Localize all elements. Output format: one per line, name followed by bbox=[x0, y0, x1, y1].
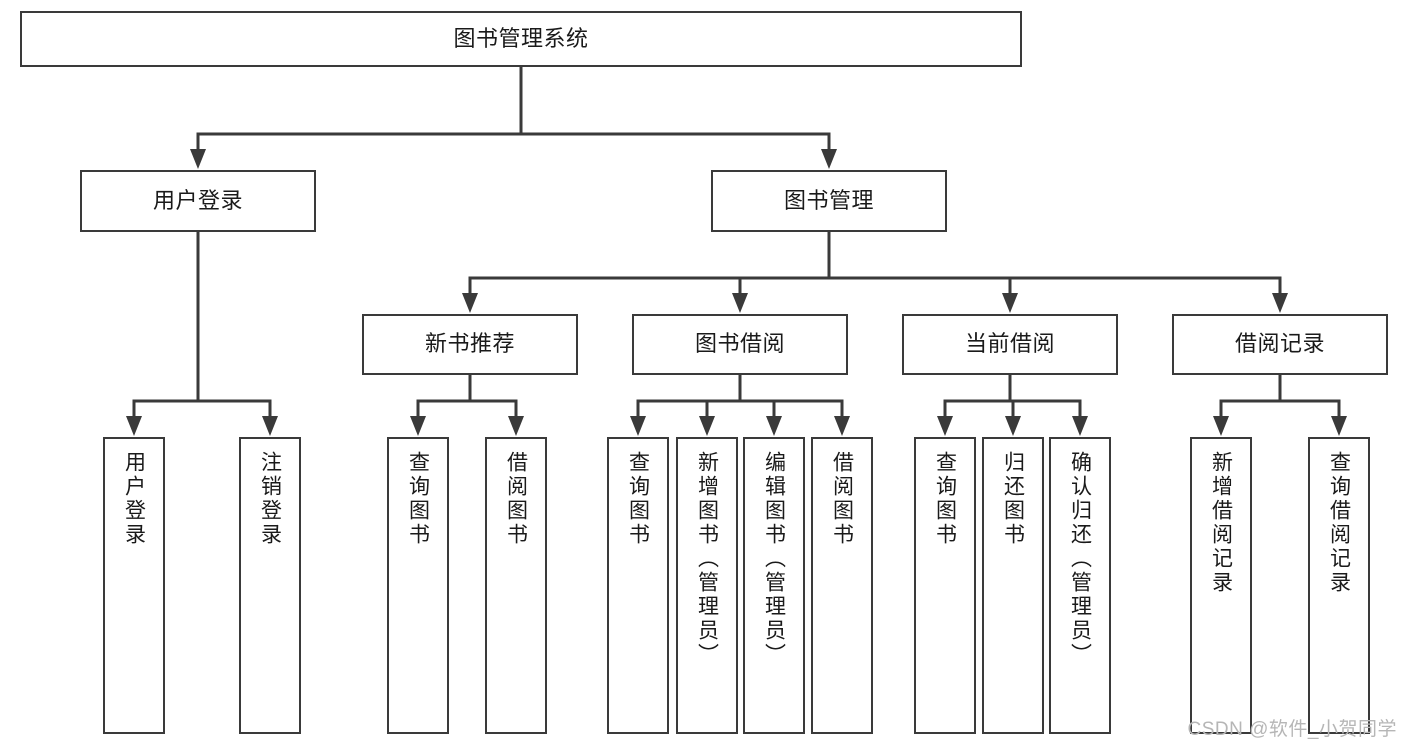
node-leaf-query-record[interactable]: 查询借阅记录 bbox=[1308, 437, 1370, 734]
edge-arrow-book_borrow bbox=[732, 293, 748, 313]
edge-arrow-leaf_user_login bbox=[126, 416, 142, 436]
node-label: 借阅记录 bbox=[1234, 331, 1325, 357]
edge-arrow-leaf_logout bbox=[262, 416, 278, 436]
edge-arrow-book_manage bbox=[821, 149, 837, 169]
node-label: 用户登录 bbox=[122, 451, 146, 547]
node-label: 确认归还（管理员） bbox=[1068, 451, 1092, 667]
node-user-login[interactable]: 用户登录 bbox=[80, 170, 316, 232]
edge-arrow-leaf_add_book bbox=[699, 416, 715, 436]
edge-arrow-new_book_rec bbox=[462, 293, 478, 313]
node-leaf-edit-book[interactable]: 编辑图书（管理员） bbox=[743, 437, 805, 734]
node-leaf-borrow-book-1[interactable]: 借阅图书 bbox=[485, 437, 547, 734]
edge-arrow-leaf_borrow_book_2 bbox=[834, 416, 850, 436]
node-label: 查询图书 bbox=[933, 451, 957, 547]
node-borrow-record[interactable]: 借阅记录 bbox=[1172, 314, 1388, 375]
edge-arrow-current_borrow bbox=[1002, 293, 1018, 313]
node-leaf-query-book-2[interactable]: 查询图书 bbox=[607, 437, 669, 734]
node-label: 查询借阅记录 bbox=[1327, 451, 1351, 595]
node-current-borrow[interactable]: 当前借阅 bbox=[902, 314, 1118, 375]
edge-arrow-leaf_edit_book bbox=[766, 416, 782, 436]
edge-arrow-leaf_query_book_1 bbox=[410, 416, 426, 436]
node-book-manage[interactable]: 图书管理 bbox=[711, 170, 947, 232]
node-label: 图书管理 bbox=[783, 187, 874, 213]
edge-arrow-leaf_query_book_3 bbox=[937, 416, 953, 436]
edge-arrow-leaf_add_record bbox=[1213, 416, 1229, 436]
node-leaf-query-book-1[interactable]: 查询图书 bbox=[387, 437, 449, 734]
node-leaf-add-record[interactable]: 新增借阅记录 bbox=[1190, 437, 1252, 734]
node-leaf-return-book[interactable]: 归还图书 bbox=[982, 437, 1044, 734]
node-label: 图书管理系统 bbox=[453, 25, 589, 51]
node-label: 新书推荐 bbox=[424, 331, 515, 357]
edge-arrow-leaf_return_book bbox=[1005, 416, 1021, 436]
edge-arrow-leaf_query_book_2 bbox=[630, 416, 646, 436]
node-label: 新增图书（管理员） bbox=[695, 451, 719, 667]
node-new-book-rec[interactable]: 新书推荐 bbox=[362, 314, 578, 375]
node-label: 新增借阅记录 bbox=[1209, 451, 1233, 595]
node-leaf-query-book-3[interactable]: 查询图书 bbox=[914, 437, 976, 734]
node-label: 注销登录 bbox=[258, 451, 282, 547]
node-label: 图书借阅 bbox=[694, 331, 785, 357]
edge-arrow-leaf_borrow_book_1 bbox=[508, 416, 524, 436]
node-leaf-add-book[interactable]: 新增图书（管理员） bbox=[676, 437, 738, 734]
watermark-text: CSDN @软件_小贺同学 bbox=[1187, 719, 1397, 740]
node-label: 编辑图书（管理员） bbox=[762, 451, 786, 667]
node-book-borrow[interactable]: 图书借阅 bbox=[632, 314, 848, 375]
node-leaf-confirm-return[interactable]: 确认归还（管理员） bbox=[1049, 437, 1111, 734]
edge-arrow-user_login bbox=[190, 149, 206, 169]
node-label: 当前借阅 bbox=[964, 331, 1055, 357]
edge-arrow-leaf_query_record bbox=[1331, 416, 1347, 436]
node-label: 查询图书 bbox=[406, 451, 430, 547]
node-label: 查询图书 bbox=[626, 451, 650, 547]
node-root[interactable]: 图书管理系统 bbox=[20, 11, 1022, 67]
node-leaf-borrow-book-2[interactable]: 借阅图书 bbox=[811, 437, 873, 734]
node-label: 归还图书 bbox=[1001, 451, 1025, 547]
node-label: 用户登录 bbox=[152, 187, 243, 213]
edge-arrow-leaf_confirm_return bbox=[1072, 416, 1088, 436]
node-label: 借阅图书 bbox=[830, 451, 854, 547]
node-leaf-user-login[interactable]: 用户登录 bbox=[103, 437, 165, 734]
node-label: 借阅图书 bbox=[504, 451, 528, 547]
edge-arrow-borrow_record bbox=[1272, 293, 1288, 313]
node-leaf-logout[interactable]: 注销登录 bbox=[239, 437, 301, 734]
